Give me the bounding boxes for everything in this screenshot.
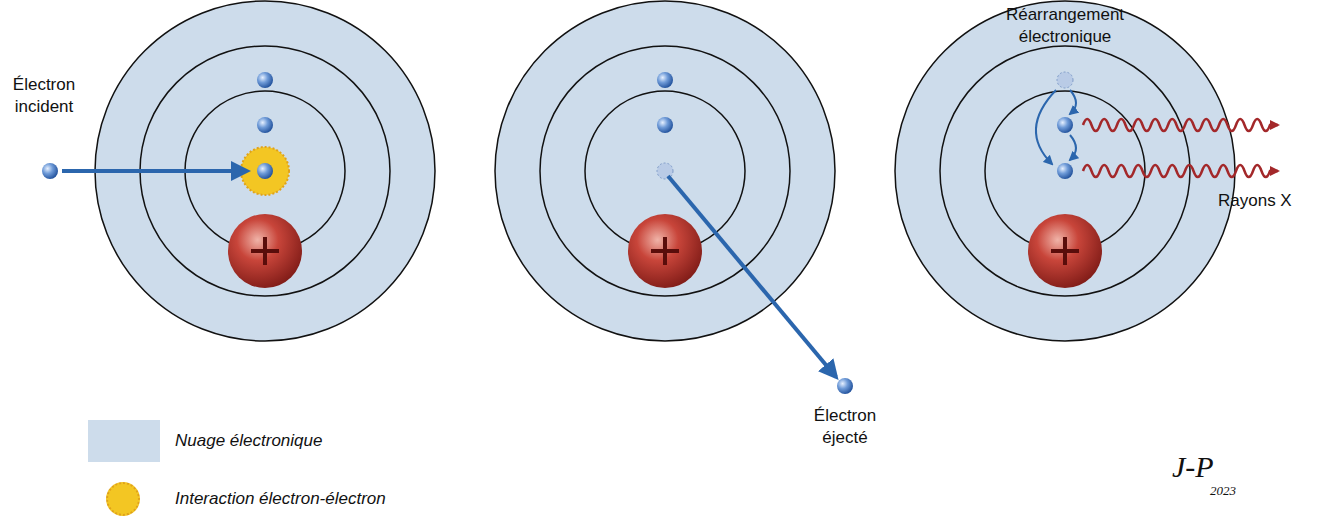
incident-electron-label: Électron incident [2, 74, 86, 118]
signature: J-P [1172, 452, 1242, 482]
legend-text: Nuage électronique [175, 430, 322, 452]
rearrangement-label: Réarrangement électronique [990, 4, 1140, 48]
signature-year: 2023 [1210, 484, 1260, 497]
ejected-electron-label: Électron éjecté [800, 405, 890, 449]
legend-circle-swatch [106, 482, 140, 516]
legend-swatch [88, 420, 160, 462]
x-ray-label: Rayons X [1218, 190, 1328, 212]
legend-text: Interaction électron-électron [175, 488, 386, 510]
